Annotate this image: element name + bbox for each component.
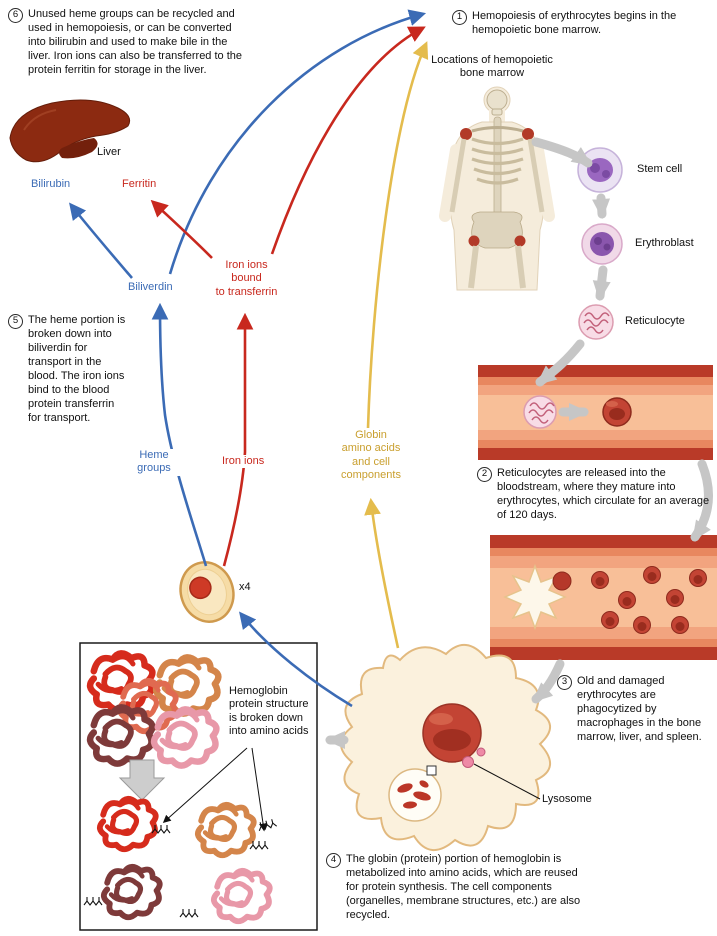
label-heme-groups: Heme groups <box>127 449 181 476</box>
reticulocyte-in-vessel <box>523 395 557 429</box>
label-bone-marrow-locations: Locations of hemopoietic bone marrow <box>431 54 553 80</box>
label-biliverdin: Biliverdin <box>127 281 174 295</box>
step-2-number: 2 <box>477 467 492 482</box>
erythrocyte-in-vessel <box>602 397 632 427</box>
red-marrow-hip-right <box>514 235 526 247</box>
arrow-vessel2-to-macrophage <box>531 659 565 704</box>
step-3-number: 3 <box>557 675 572 690</box>
macrophage-in-vessel <box>503 563 567 631</box>
red-marrow-shoulder-right <box>522 128 534 140</box>
label-bilirubin: Bilirubin <box>31 178 71 190</box>
hemoglobin-box <box>79 642 318 931</box>
label-iron-ions: Iron ions <box>221 455 266 469</box>
lysosome-dot-small <box>476 747 486 757</box>
caption-pointer-line-2 <box>162 747 248 823</box>
step-1-number: 1 <box>452 10 467 25</box>
lysosome-dot <box>462 756 474 768</box>
macrophage-illustration <box>340 644 551 851</box>
arrow-globin-up <box>364 497 400 649</box>
step-6: 6 Unused heme groups can be recycled and… <box>8 8 248 78</box>
step-3: 3 Old and damaged erythrocytes are phago… <box>557 675 711 745</box>
erythrocyte-x4-illustration <box>179 561 235 623</box>
label-reticulocyte: Reticulocyte <box>625 315 685 327</box>
step-4-number: 4 <box>326 853 341 868</box>
blood-vessel-lower <box>490 535 717 660</box>
arrow-heme-to-hemopoiesis <box>168 9 427 275</box>
callout-square <box>426 765 437 776</box>
step-3-text: Old and damaged erythrocytes are phagocy… <box>577 675 702 743</box>
label-lysosome: Lysosome <box>542 793 592 805</box>
erythroblast-illustration <box>581 223 623 265</box>
arrow-heme-to-biliverdin <box>151 302 208 567</box>
arrow-macrophage-to-rbc <box>239 611 353 708</box>
arrow-vessel1-to-vessel2 <box>690 459 713 542</box>
caption-pointer-line-1 <box>251 747 268 832</box>
arrow-stemcell-to-erythroblast <box>592 193 611 219</box>
arrow-iron-to-transferrin <box>222 312 254 567</box>
step-4: 4 The globin (protein) portion of hemogl… <box>326 853 592 923</box>
label-x4: x4 <box>239 581 251 593</box>
label-erythroblast: Erythroblast <box>635 237 694 249</box>
arrow-transferrin-to-ferritin <box>150 199 213 259</box>
step-4-text: The globin (protein) portion of hemoglob… <box>346 853 581 921</box>
arrow-reticulocyte-to-vessel <box>535 339 585 387</box>
step-2: 2 Reticulocytes are released into the bl… <box>477 467 713 523</box>
step-5-number: 5 <box>8 314 23 329</box>
box-down-arrow-icon <box>118 759 166 801</box>
blood-vessel-upper <box>478 365 713 460</box>
stem-cell-illustration <box>577 147 623 193</box>
liver-illustration <box>9 99 131 163</box>
label-ferritin: Ferritin <box>122 178 157 190</box>
skeleton-illustration <box>439 86 555 291</box>
red-marrow-hip-left <box>468 235 480 247</box>
arrow-globin-to-hemopoiesis <box>366 41 429 429</box>
label-liver: Liver <box>97 146 121 158</box>
arrow-iron-to-hemopoiesis <box>270 26 426 255</box>
step-6-number: 6 <box>8 8 23 23</box>
step-5: 5 The heme portion is broken down into b… <box>8 314 128 426</box>
arrow-skeleton-to-stemcell <box>531 137 593 168</box>
reticulocyte-illustration <box>578 304 614 340</box>
step-5-text: The heme portion is broken down into bil… <box>28 314 126 424</box>
step-1: 1 Hemopoiesis of erythrocytes begins in … <box>452 10 704 38</box>
step-6-text: Unused heme groups can be recycled and u… <box>28 8 243 76</box>
arrow-biliverdin-to-bilirubin <box>69 202 133 279</box>
label-hemoglobin-caption: Hemoglobin protein structure is broken d… <box>229 685 309 738</box>
step-1-text: Hemopoiesis of erythrocytes begins in th… <box>472 10 677 36</box>
arrow-erythroblast-to-reticulocyte <box>592 265 611 301</box>
erythrocytes-in-vessel <box>591 566 707 634</box>
label-transferrin: Iron ions bound to transferrin <box>199 259 294 300</box>
label-stem-cell: Stem cell <box>637 163 683 175</box>
label-globin: Globin amino acids and cell components <box>327 429 415 483</box>
skull-icon <box>486 89 508 111</box>
red-marrow-shoulder-left <box>460 128 472 140</box>
step-2-text: Reticulocytes are released into the bloo… <box>497 467 710 521</box>
lysosome-pointer-line <box>473 763 541 800</box>
